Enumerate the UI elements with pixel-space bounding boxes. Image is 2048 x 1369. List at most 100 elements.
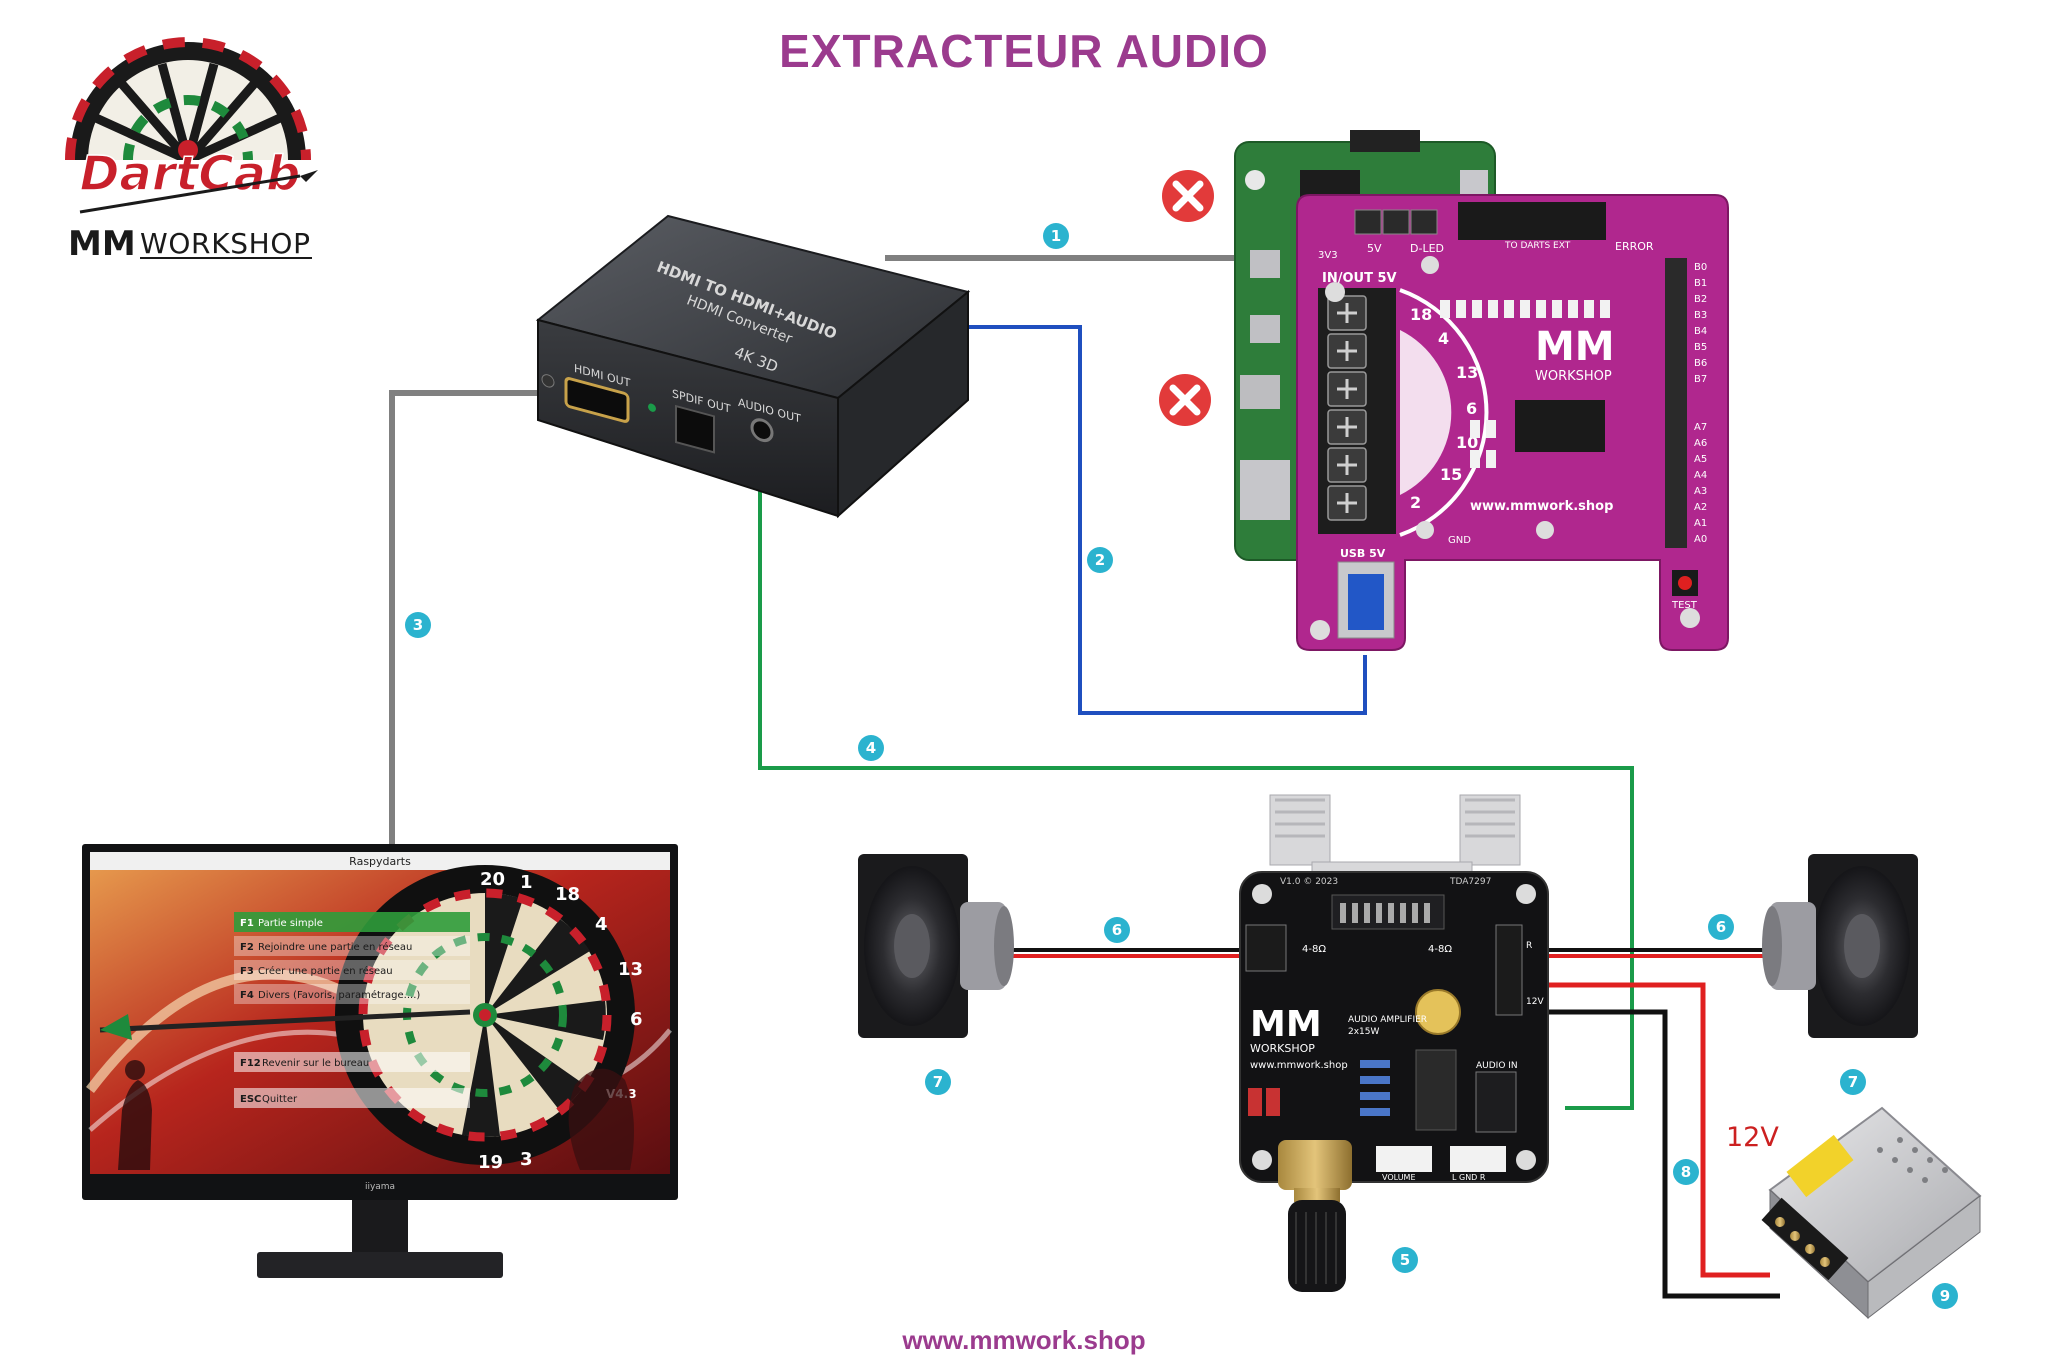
amp-label-audio-in: AUDIO IN (1476, 1061, 1518, 1071)
badge-number: 5 (1400, 1251, 1410, 1269)
hat-pin-a: A6 (1694, 438, 1707, 449)
badge-number: 7 (1848, 1073, 1858, 1091)
cable-speaker-left (1010, 948, 1240, 958)
badge-number: 1 (1051, 227, 1061, 245)
darts-ext-header (1458, 202, 1606, 240)
speaker-right (1762, 854, 1918, 1038)
hat-pin-a: A1 (1694, 518, 1707, 529)
amp-label: AUDIO AMPLIFIER (1348, 1015, 1427, 1025)
hat-pin-b: B2 (1694, 294, 1707, 305)
hat-pin-a: A7 (1694, 422, 1707, 433)
pi-audio-jack (1240, 375, 1280, 409)
hat-label-test: TEST (1671, 600, 1698, 611)
audio-out-jack (750, 418, 774, 443)
hat-pin-b: B6 (1694, 358, 1707, 369)
badge-8: 8 (1673, 1159, 1699, 1185)
amp-label-r: R (1526, 941, 1532, 951)
screen-board-number: 20 (480, 869, 505, 890)
amp-label-volume: VOLUME (1382, 1173, 1416, 1182)
badge-7-right: 7 (1840, 1069, 1866, 1095)
hat-pin-a: A3 (1694, 486, 1707, 497)
menu-item-label: Quitter (262, 1094, 298, 1105)
app-window-title: Raspydarts (349, 855, 411, 868)
speaker-left (858, 854, 1014, 1038)
amp-capacitor (1415, 989, 1461, 1035)
badge-2: 2 (1087, 547, 1113, 573)
dartcab-logo: DartCab MM WORKSHOP (65, 37, 318, 264)
badge-6-left: 6 (1104, 917, 1130, 943)
volume-pot-body (1278, 1140, 1352, 1190)
badge-7-left: 7 (925, 1069, 951, 1095)
menu-item-label: Divers (Favoris, paramétrage....) (258, 989, 420, 1001)
hat-label-inout: IN/OUT 5V (1322, 271, 1397, 286)
menu-item-label: Rejoindre une partie en réseau (258, 941, 412, 953)
spdif-port (675, 404, 715, 454)
badge-number: 7 (933, 1073, 943, 1091)
badge-number: 9 (1940, 1287, 1950, 1305)
badge-4: 4 (858, 735, 884, 761)
cable-power-12v (1548, 982, 1780, 1299)
hat-label-gnd: GND (1448, 535, 1471, 546)
hat-pin-b: B3 (1694, 310, 1707, 321)
screen-board-number: 1 (520, 872, 533, 893)
hat-dart-number: 18 (1410, 305, 1432, 324)
hat-pin-b: B1 (1694, 278, 1707, 289)
cable-audio (758, 488, 1634, 1110)
hat-dart-number: 13 (1456, 363, 1478, 382)
hat-dart-number: 2 (1410, 493, 1421, 512)
amp-label-lgndr: L GND R (1452, 1173, 1486, 1182)
screen-board-number: 3 (520, 1149, 533, 1170)
amp-mm-logo: MM (1250, 1004, 1322, 1045)
amp-lgndr-connector (1450, 1146, 1506, 1172)
test-button (1678, 576, 1692, 590)
menu-key: F3 (240, 966, 254, 977)
voltage-label: 12V (1726, 1122, 1779, 1153)
badge-number: 6 (1112, 921, 1122, 939)
menu-item-label: Créer une partie en réseau (258, 965, 393, 977)
amp-left-speaker-terminal (1245, 924, 1287, 972)
app-window-titlebar (90, 852, 670, 870)
amp-audio-in-jack (1475, 1071, 1517, 1133)
amp-ohm-right: 4-8Ω (1428, 944, 1452, 955)
badge-number: 8 (1681, 1163, 1691, 1181)
disconnect-mark-hdmi (1162, 170, 1214, 222)
footer-url: www.mmwork.shop (902, 1325, 1146, 1355)
hat-workshop-text: WORKSHOP (1535, 369, 1612, 384)
menu-item-label: Revenir sur le bureau (262, 1058, 369, 1069)
hat-label-dled: D-LED (1410, 242, 1444, 255)
hdmi-out-port (564, 377, 630, 423)
badge-number: 4 (866, 739, 876, 757)
workshop-logo-text: WORKSHOP (140, 227, 310, 260)
amp-ohm-left: 4-8Ω (1302, 944, 1326, 955)
screen-board-number: 13 (618, 959, 643, 980)
menu-item-label: Partie simple (258, 918, 323, 929)
badge-1: 1 (1043, 223, 1069, 249)
amp-power: 2x15W (1348, 1027, 1380, 1037)
menu-key: F12 (240, 1058, 261, 1069)
monitor: Raspydarts 20 1 18 4 13 6 3 (82, 844, 678, 1278)
amp-volume-connector (1376, 1146, 1432, 1172)
hat-mm-logo: MM (1535, 324, 1615, 370)
hat-pin-a: A2 (1694, 502, 1707, 513)
amp-chip: TDA7297 (1449, 877, 1491, 887)
menu-key: F4 (240, 990, 254, 1001)
cable-hdmi-to-monitor (389, 390, 540, 852)
connection-badges: 1 2 3 4 5 6 6 7 7 8 9 (405, 223, 1958, 1309)
hat-label-usb: USB 5V (1340, 547, 1386, 560)
hat-pin-b: B5 (1694, 342, 1707, 353)
mm-hat-board: 5V D-LED 3V3 TO DARTS EXT ERROR IN/OUT 5… (1296, 194, 1729, 651)
hat-pin-a: A5 (1694, 454, 1707, 465)
hat-dart-number: 6 (1466, 399, 1477, 418)
badge-number: 2 (1095, 551, 1105, 569)
amp-version: V1.0 © 2023 (1280, 877, 1338, 887)
screen-board-number: 6 (630, 1009, 643, 1030)
cable-usb-power (968, 325, 1367, 715)
x-icon (1169, 384, 1201, 416)
screen-dartboard: 20 1 18 4 13 6 3 19 (335, 865, 643, 1173)
amp-workshop-text: WORKSHOP (1250, 1042, 1315, 1055)
page-title: EXTRACTEUR AUDIO (779, 25, 1269, 77)
menu-key: F2 (240, 942, 254, 953)
hat-pin-header (1665, 258, 1687, 548)
cable-speaker-right (1548, 948, 1770, 958)
